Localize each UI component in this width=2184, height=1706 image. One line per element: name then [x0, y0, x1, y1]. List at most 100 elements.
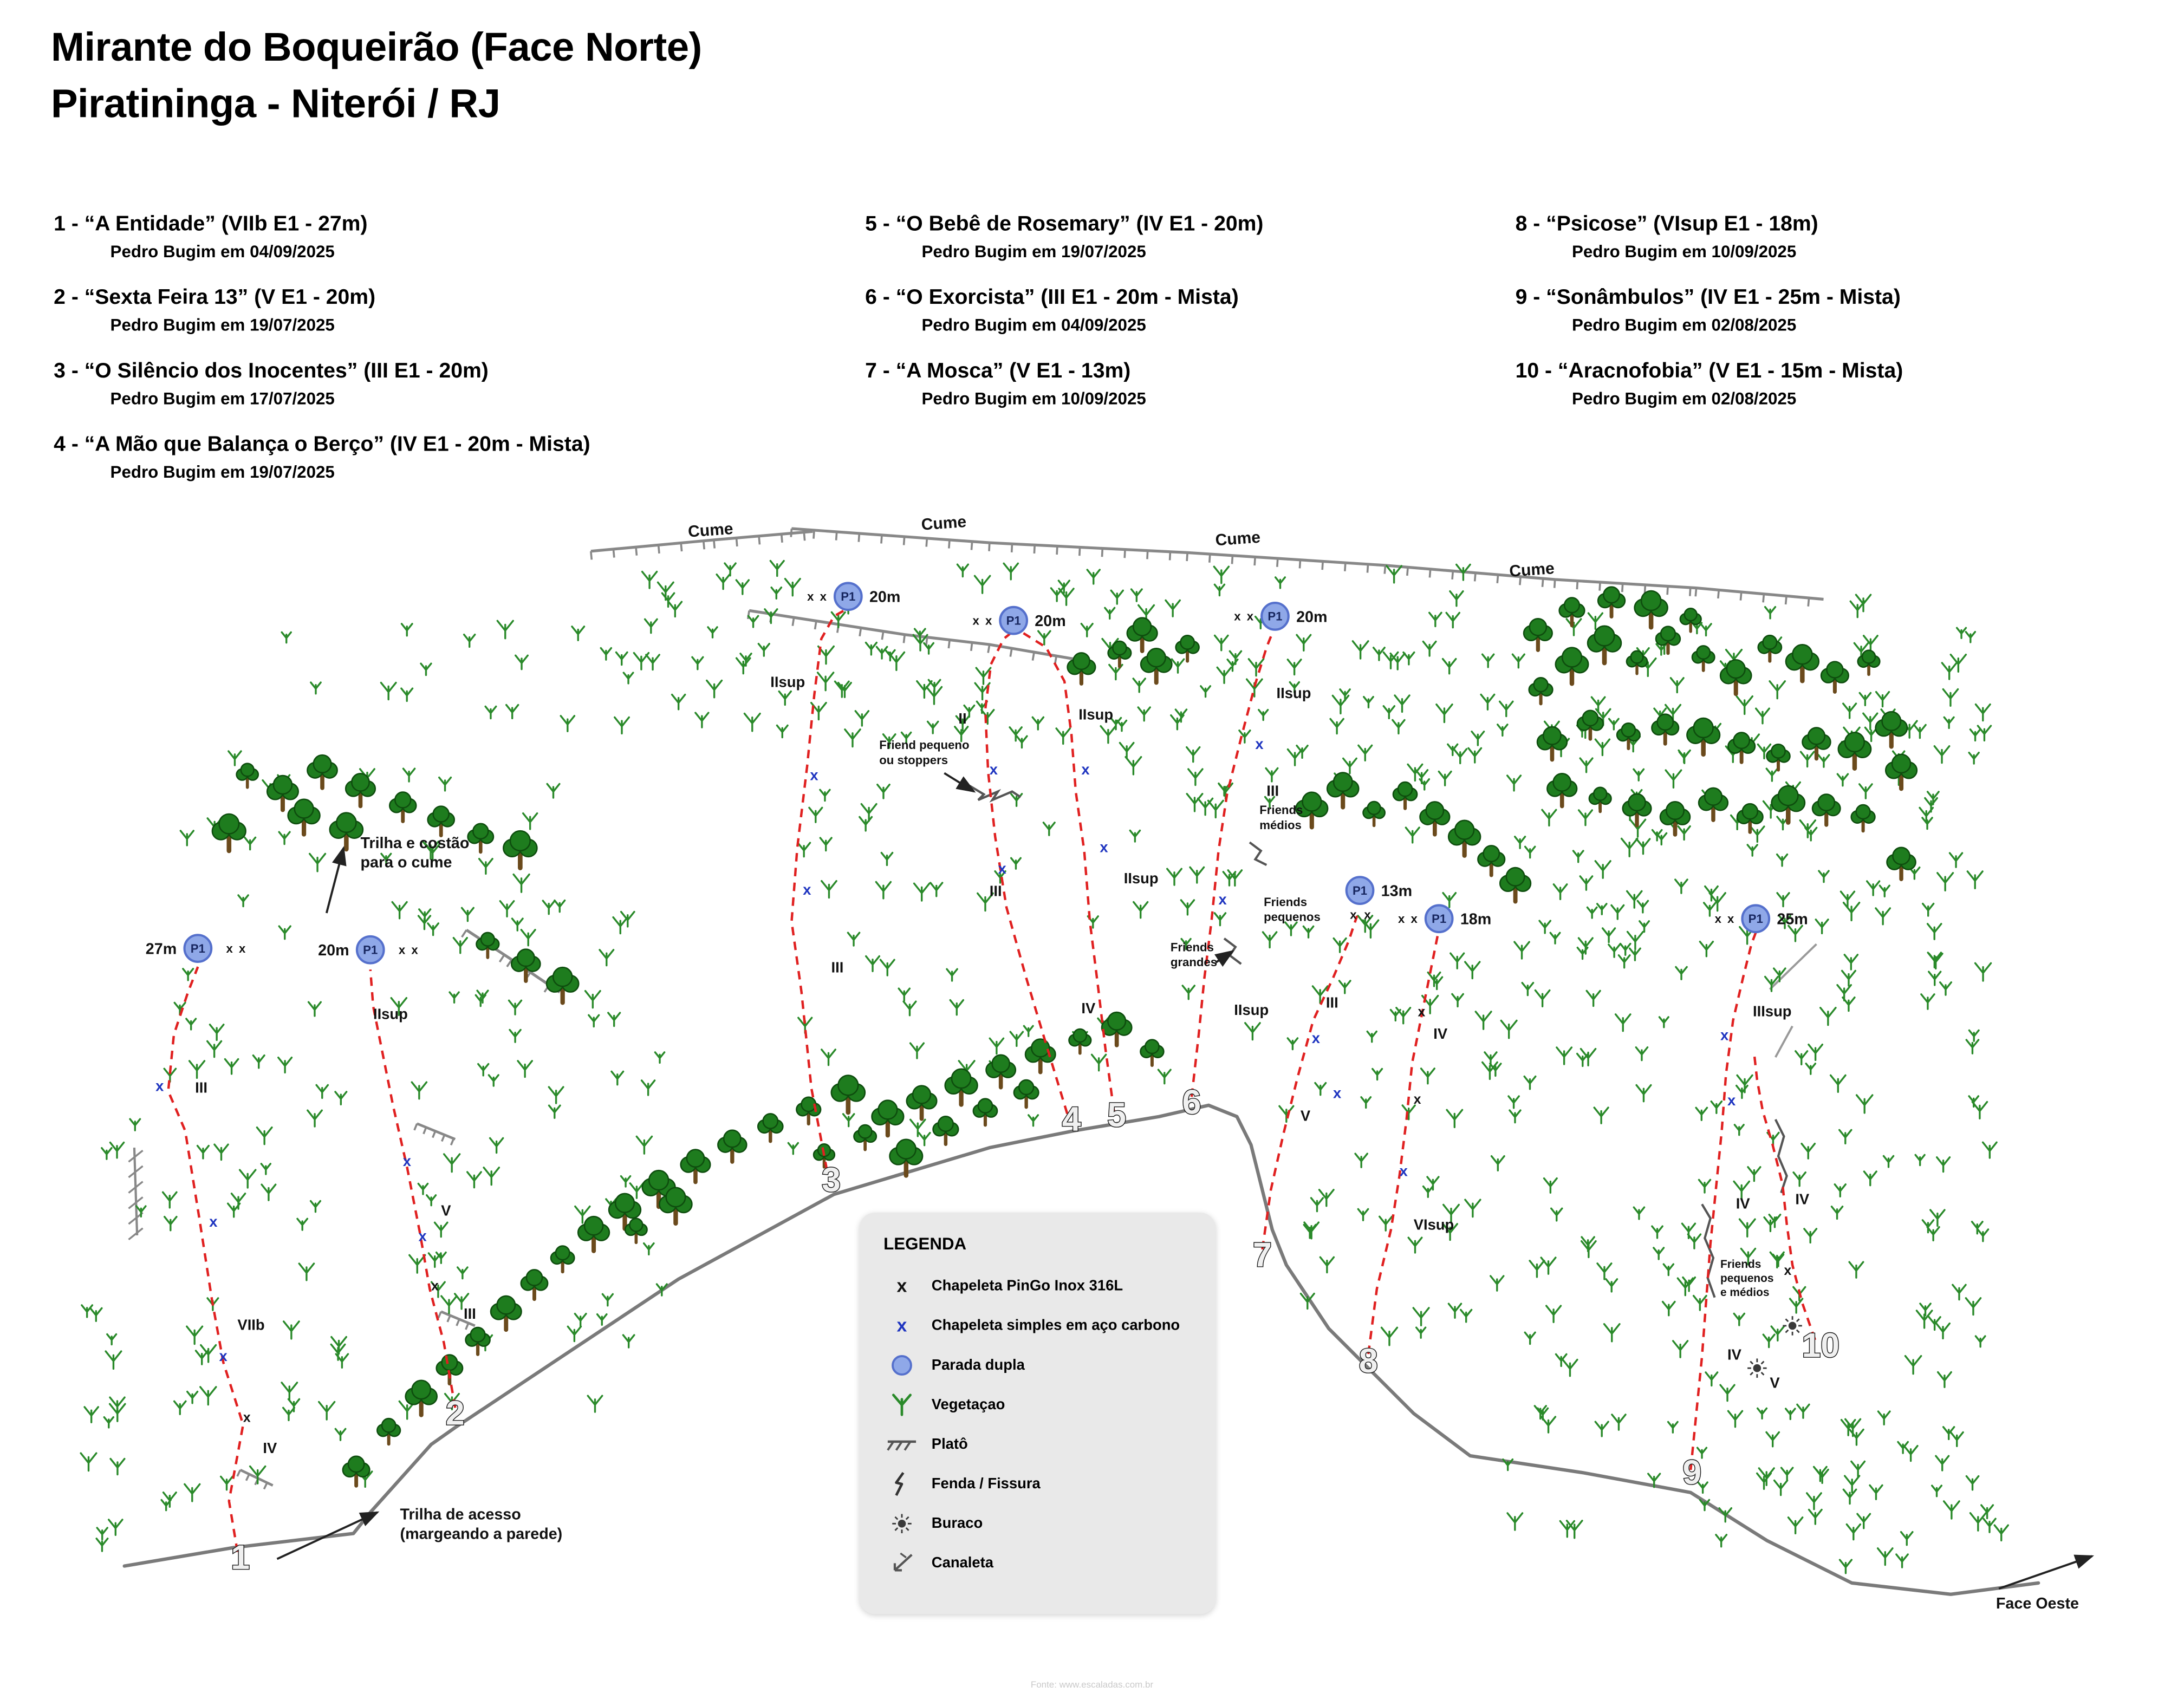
tree-icon	[1811, 793, 1841, 827]
cume-ridge-line	[590, 530, 813, 553]
trees-layer	[211, 586, 1918, 1488]
vegetation-icon	[892, 1394, 912, 1416]
bolt-carbono-mark: x	[1400, 1162, 1408, 1179]
grade-label: III	[831, 959, 844, 975]
bolt-carbono-mark: x	[155, 1078, 164, 1095]
tree-icon	[972, 1098, 998, 1127]
tree-icon	[757, 1113, 784, 1143]
svg-text:18m: 18m	[1460, 911, 1491, 928]
tree-icon	[1655, 626, 1681, 655]
page-title: Mirante do Boqueirão (Face Norte) Pirati…	[51, 20, 702, 134]
bolt-carbono-mark: x	[1720, 1027, 1729, 1044]
grade-label: IIsup	[1078, 706, 1113, 722]
grade-label: IIsup	[1124, 870, 1159, 887]
svg-text:P1: P1	[363, 943, 378, 957]
grade-label: III	[464, 1305, 476, 1322]
route-number-7: 7	[1253, 1236, 1272, 1274]
bolt-inox-icon: x	[897, 1275, 907, 1296]
bolt-carbono-mark: x	[803, 881, 811, 898]
svg-text:x: x	[972, 614, 979, 627]
route-credit: Pedro Bugim em 19/07/2025	[110, 315, 335, 335]
bolt-carbono-mark: x	[810, 767, 818, 784]
route-list-col-1: 1 - “A Entidade” (VIIb E1 - 27m)Pedro Bu…	[54, 212, 590, 506]
grade-label: V	[1770, 1375, 1780, 1391]
route-line-9	[1689, 932, 1757, 1470]
route-entry-7: 7 - “A Mosca” (V E1 - 13m)Pedro Bugim em…	[865, 359, 1263, 408]
bolt-inox-mark: x	[1784, 1264, 1791, 1278]
grade-label: IV	[263, 1440, 277, 1456]
tree-icon	[376, 1417, 401, 1446]
bolt-carbono-mark: x	[998, 860, 1006, 877]
tree-icon	[1771, 785, 1806, 825]
legend-item-label: Buraco	[931, 1515, 983, 1532]
grade-label: IIsup	[373, 1006, 408, 1023]
route-credit: Pedro Bugim em 10/09/2025	[1571, 242, 1797, 262]
route-line-6	[1190, 633, 1273, 1097]
cume-label: Cume	[687, 520, 733, 541]
fenda-icon	[895, 1471, 905, 1496]
tree-icon	[624, 1217, 648, 1245]
svg-text:20m: 20m	[1035, 613, 1065, 630]
tree-icon	[1499, 867, 1532, 904]
tree-icon	[1659, 801, 1691, 837]
tree-icon	[1362, 800, 1386, 828]
annotation-arrow	[944, 772, 976, 793]
buraco-icon	[1783, 1316, 1802, 1336]
legend-item: Parada dupla	[883, 1345, 1192, 1385]
bolt-inox-mark: x	[243, 1410, 251, 1425]
svg-text:x: x	[399, 943, 406, 957]
tree-icon	[287, 798, 321, 837]
route-entry-6: 6 - “O Exorcista” (III E1 - 20m - Mista)…	[865, 285, 1263, 335]
tree-icon	[1597, 586, 1626, 618]
route-credit: Pedro Bugim em 02/08/2025	[1571, 388, 1797, 409]
legend-item: Fenda / Fissura	[883, 1464, 1192, 1504]
tree-icon	[871, 1099, 905, 1138]
svg-text:x: x	[1410, 912, 1418, 926]
cliff-base-line	[122, 1103, 2040, 1596]
route-credit: Pedro Bugim em 02/08/2025	[1571, 315, 1797, 335]
svg-text:x: x	[1247, 610, 1254, 623]
svg-text:P1: P1	[191, 942, 205, 955]
svg-text:x: x	[820, 590, 827, 603]
grade-label: IIsup	[770, 673, 805, 690]
grade-label: IV	[1727, 1346, 1742, 1363]
route-entry-4: 4 - “A Mão que Balança o Berço” (IV E1 -…	[54, 433, 590, 482]
annotation-arrow	[1998, 1554, 2095, 1590]
route-list-col-2: 5 - “O Bebê de Rosemary” (IV E1 - 20m)Pe…	[865, 212, 1263, 432]
tree-icon	[985, 1054, 1017, 1090]
route-line-10	[1753, 1054, 1816, 1340]
route-title: 10 - “Aracnofobia” (V E1 - 15m - Mista)	[1515, 359, 1903, 383]
route-number-3: 3	[822, 1161, 841, 1199]
route-number-5: 5	[1107, 1096, 1126, 1134]
rock-outline-layer	[122, 527, 2040, 1596]
tree-icon	[1140, 648, 1173, 685]
buraco-icon	[892, 1514, 912, 1534]
tree-icon	[1558, 597, 1585, 628]
cume-ridge-line	[791, 527, 1824, 601]
svg-text:x: x	[807, 590, 814, 603]
tree-icon	[1126, 617, 1158, 653]
tree-icon	[1727, 732, 1756, 764]
routes-layer	[167, 609, 1816, 1552]
tree-icon	[1555, 647, 1589, 686]
tree-icon	[1588, 786, 1612, 813]
tree-icon	[1101, 1011, 1133, 1047]
tree-icon	[830, 1075, 866, 1115]
source-credit: Fonte: www.escaladas.com.br	[1030, 1680, 1154, 1691]
legend-title: LEGENDA	[883, 1234, 967, 1254]
tree-icon	[853, 1124, 877, 1151]
route-title: 6 - “O Exorcista” (III E1 - 20m - Mista)	[865, 285, 1239, 310]
tree-icon	[467, 823, 495, 854]
tree-icon	[490, 1295, 522, 1332]
svg-text:20m: 20m	[869, 589, 900, 606]
plato-mark	[416, 1122, 456, 1141]
tree-icon	[906, 1085, 938, 1121]
bolt-carbono-mark: x	[219, 1347, 228, 1364]
tree-icon	[427, 805, 456, 838]
